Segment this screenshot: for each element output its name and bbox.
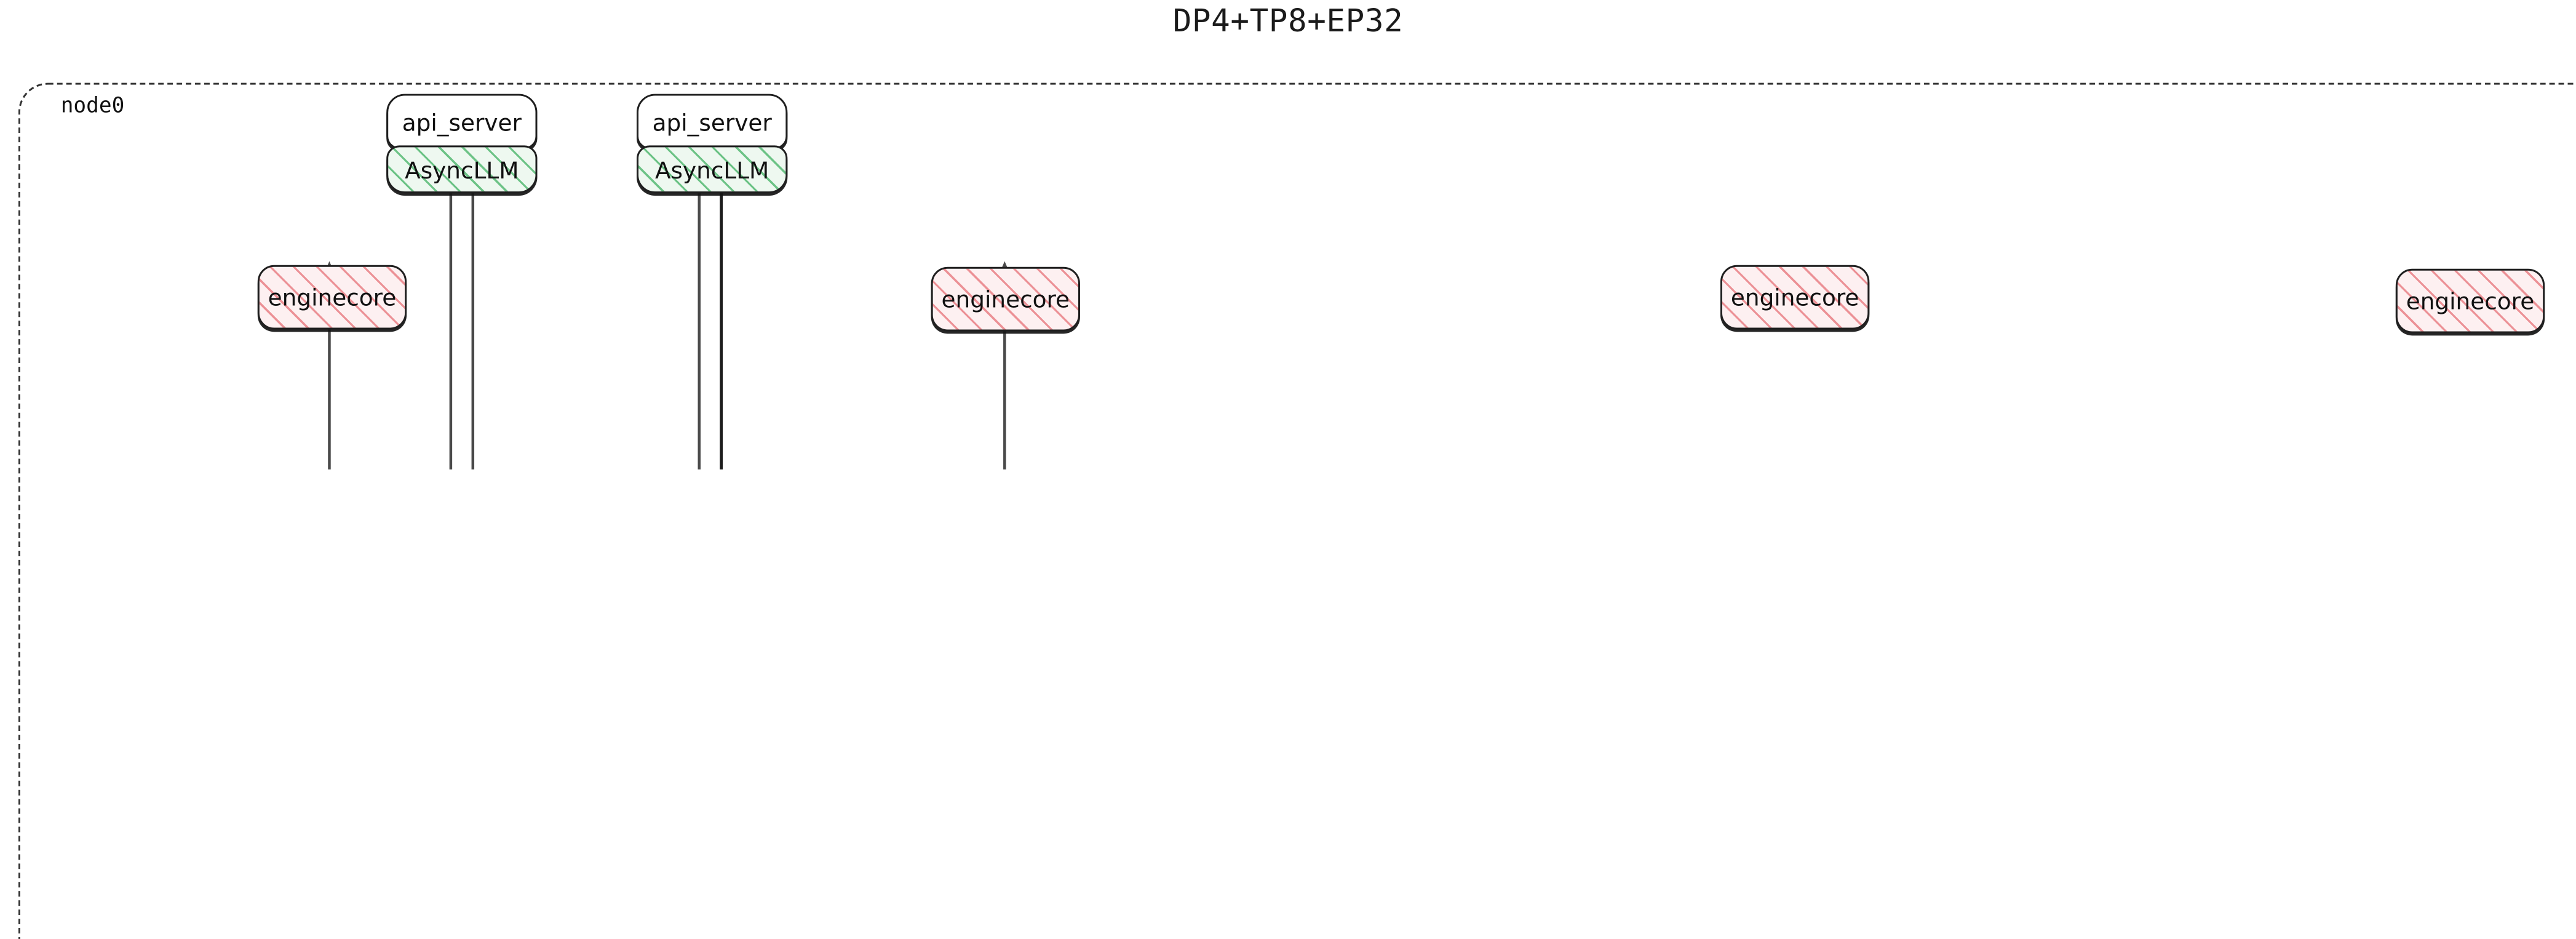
enginecore-box-node0-1[interactable]: enginecore (931, 266, 1080, 332)
api-server-box-1[interactable]: api_server (637, 94, 788, 150)
api-server-box-0[interactable]: api_server (386, 94, 538, 150)
enginecore-label: enginecore (1730, 283, 1859, 311)
enginecore-box-node1-1[interactable]: enginecore (2395, 268, 2545, 334)
enginecore-label: enginecore (268, 283, 397, 311)
enginecore-label: enginecore (2406, 287, 2535, 315)
enginecore-label: enginecore (941, 285, 1070, 313)
asyncllm-box-1[interactable]: AsyncLLM (637, 145, 788, 194)
asyncllm-label: AsyncLLM (405, 155, 519, 183)
cluster-node0 (18, 82, 2576, 939)
asyncllm-label: AsyncLLM (654, 155, 769, 183)
api-server-label: api_server (652, 107, 772, 135)
api-server-label: api_server (402, 107, 522, 135)
diagram-canvas: DP4+TP8+EP32 node0 node1 api_server Asyn… (18, 3, 2576, 939)
cluster-node0-label: node0 (60, 92, 125, 118)
enginecore-box-node0-0[interactable]: enginecore (257, 265, 407, 330)
asyncllm-box-0[interactable]: AsyncLLM (386, 145, 538, 194)
page-title: DP4+TP8+EP32 (1172, 3, 1404, 41)
enginecore-box-node1-0[interactable]: enginecore (1720, 265, 1870, 330)
